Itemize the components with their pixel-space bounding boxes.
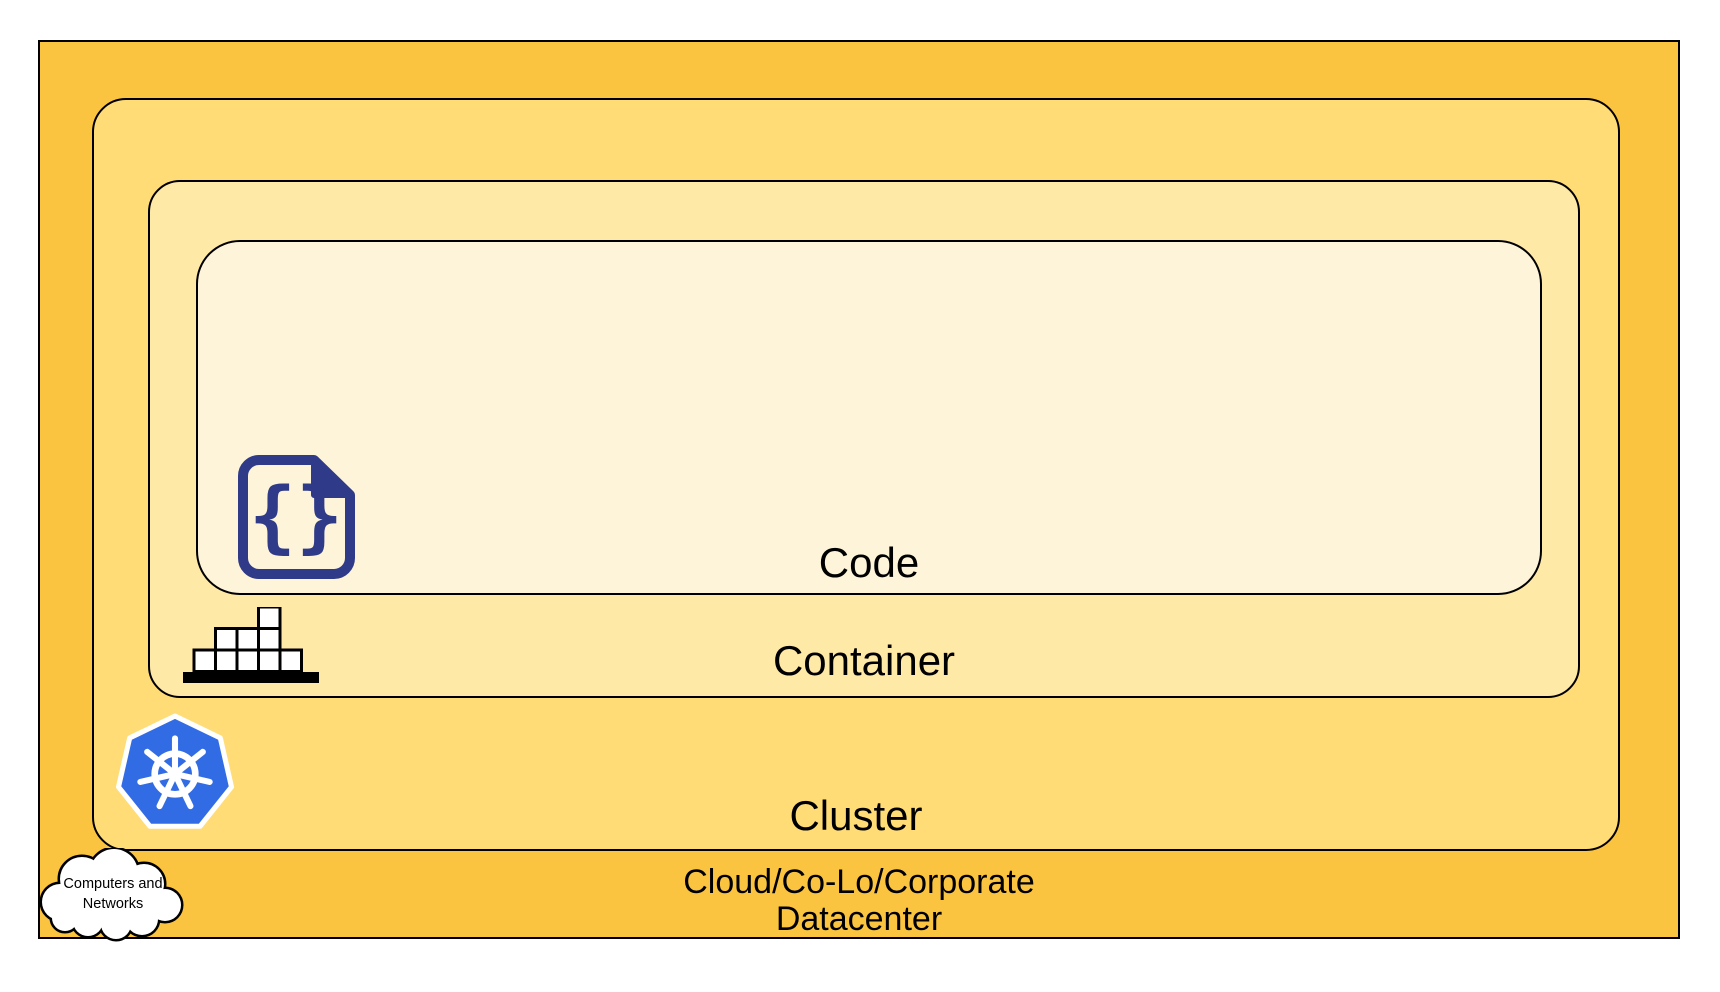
- layer-code-label: Code: [818, 539, 920, 586]
- layer-datacenter-label-line2: Datacenter: [775, 900, 943, 939]
- layer-code: [196, 240, 1542, 595]
- container-stack-icon: [183, 607, 319, 683]
- layer-cluster-label: Cluster: [789, 792, 923, 839]
- layer-datacenter-label: Cloud/Co-Lo/Corporate Datacenter: [38, 863, 1680, 939]
- layer-container-label: Container: [772, 637, 956, 684]
- cloud-callout-line1: Computers and: [63, 876, 162, 892]
- svg-text:{}: {}: [249, 472, 343, 562]
- kubernetes-icon: [115, 713, 235, 829]
- layer-datacenter-label-line1: Cloud/Co-Lo/Corporate: [683, 863, 1035, 901]
- cloud-icon: Computers and Networks: [39, 848, 184, 942]
- cloud-callout-line2: Networks: [83, 896, 143, 912]
- code-file-icon: {}: [238, 455, 355, 579]
